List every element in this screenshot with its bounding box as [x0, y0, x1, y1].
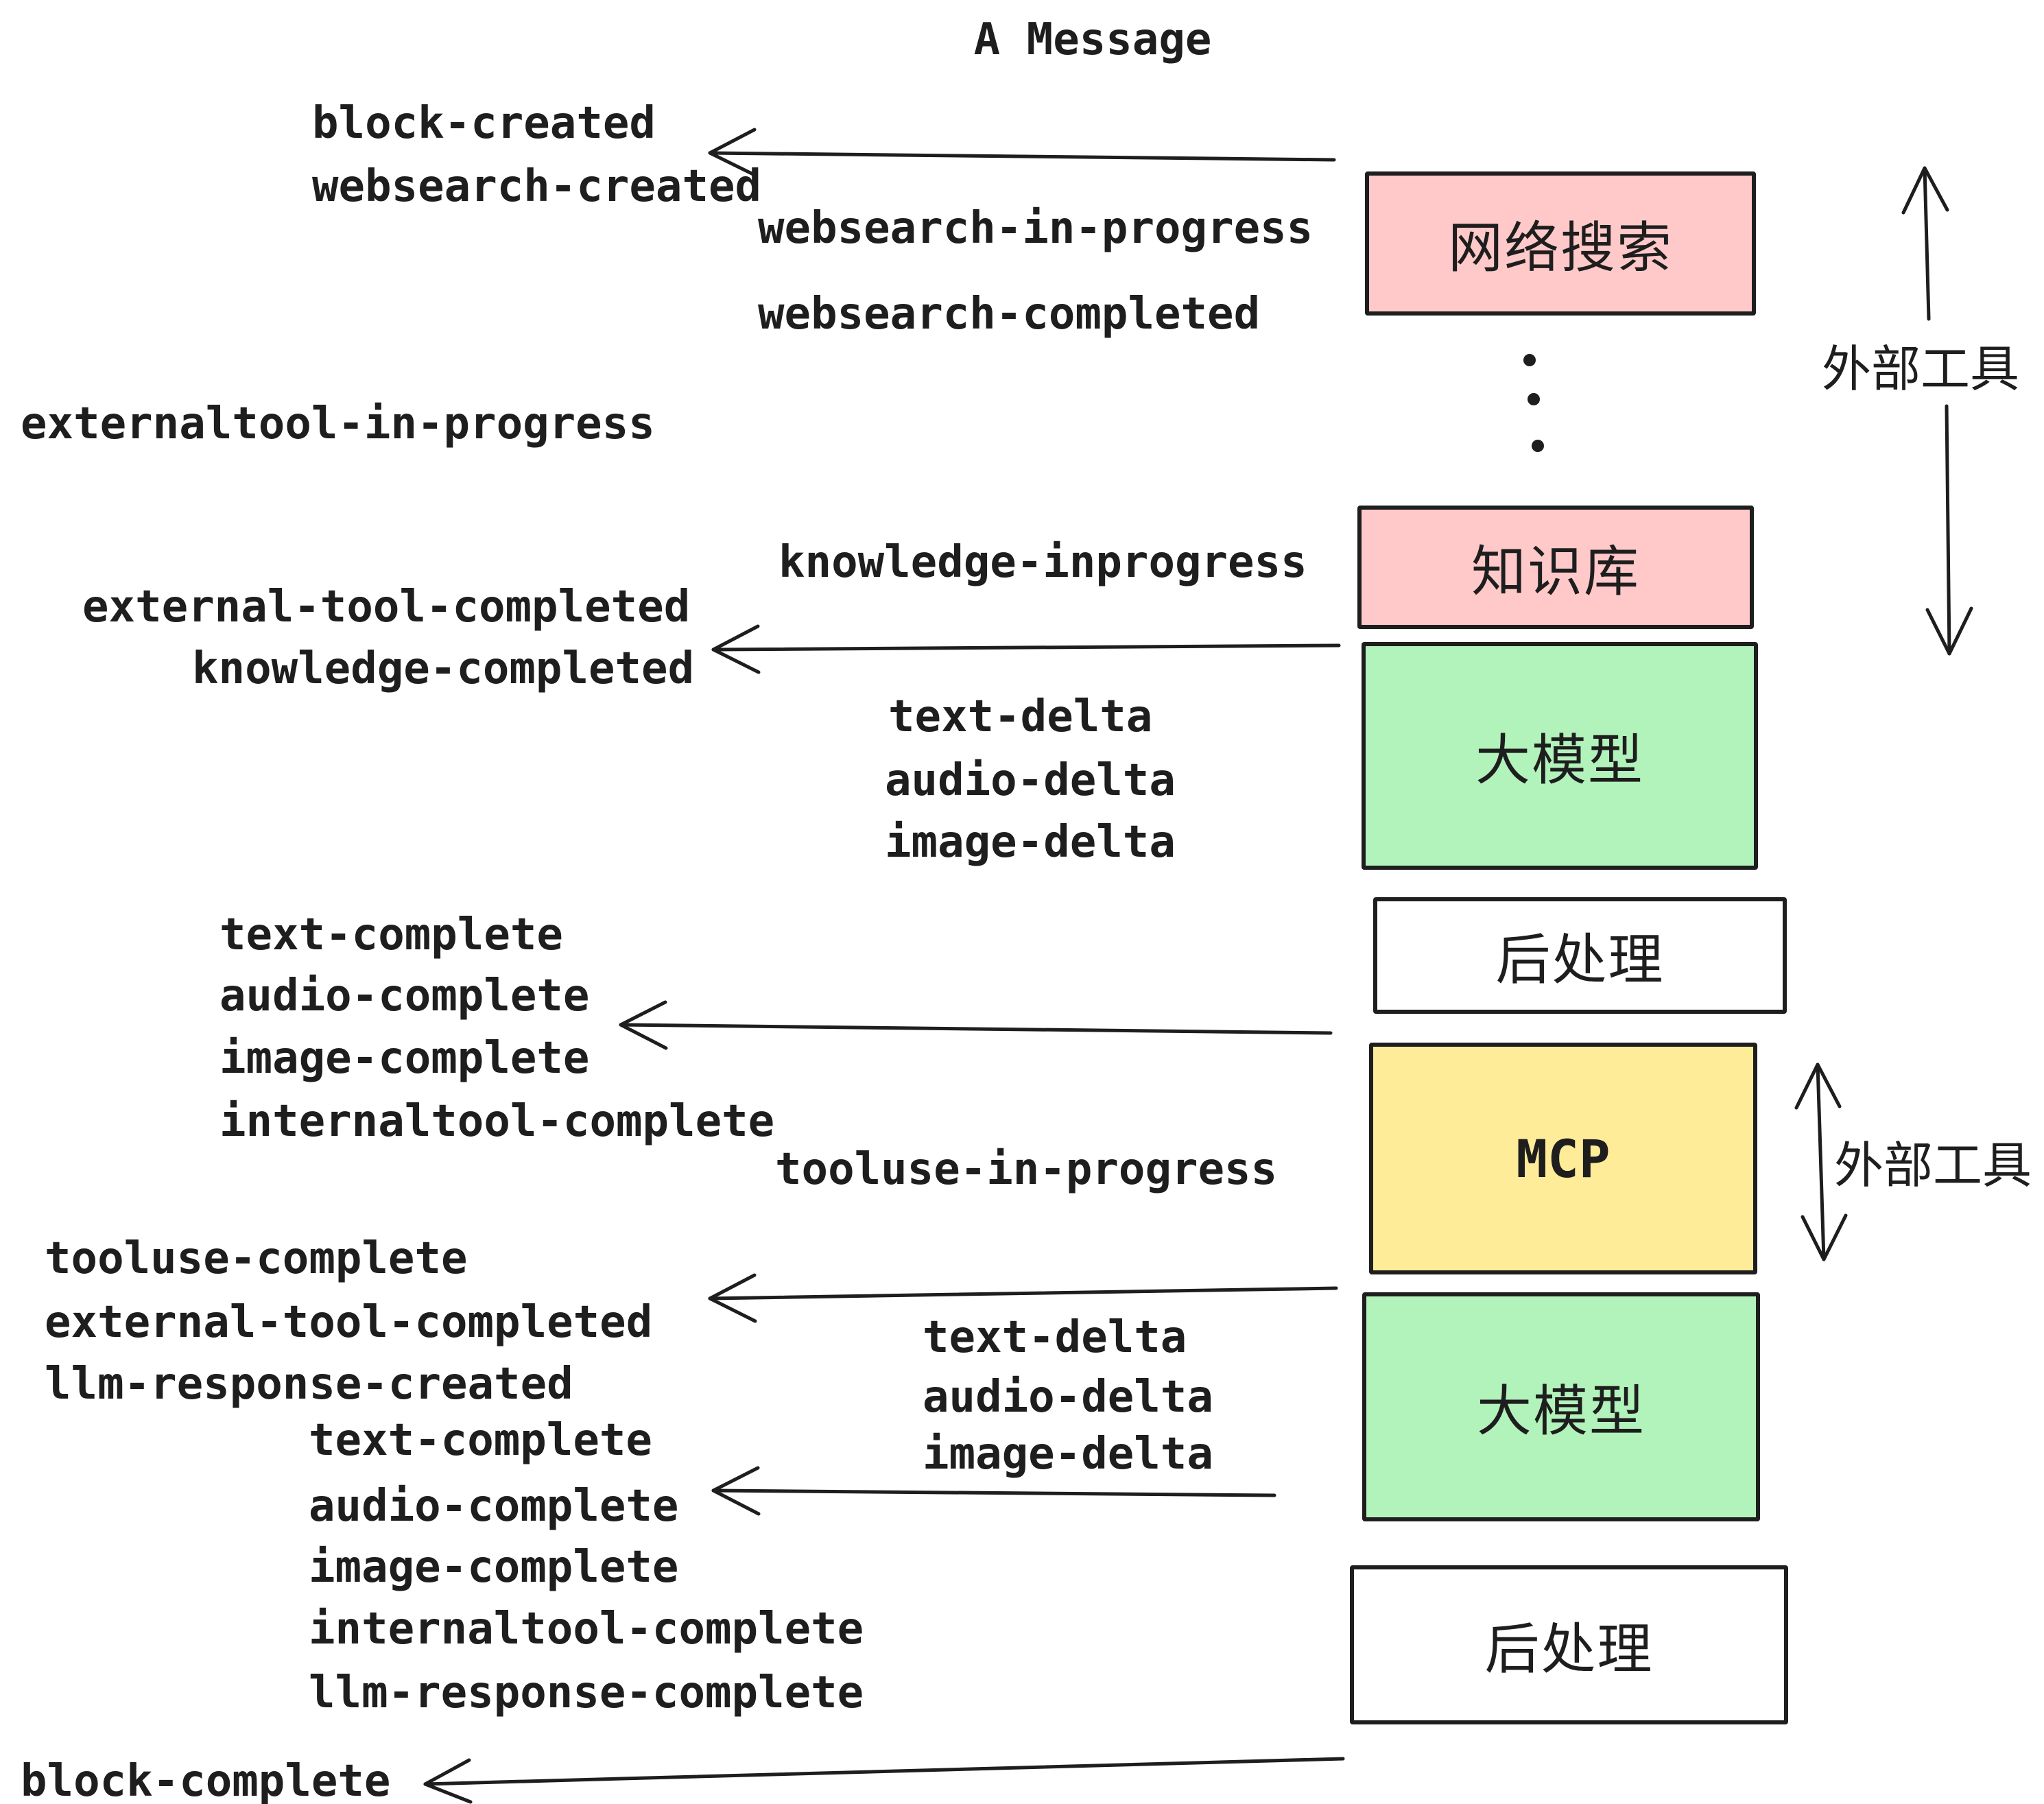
arrow-to-image-complete-head [619, 1000, 668, 1050]
event-audio-complete-1: audio-complete [219, 971, 590, 1021]
event-websearch-in-progress: websearch-in-progress [758, 203, 1314, 254]
arrow-to-external-tool-completed-line [708, 1286, 1338, 1301]
arrow-to-audio-complete-line [711, 1488, 1276, 1497]
event-external-tool-completed-1: external-tool-completed [82, 582, 691, 632]
event-llm-response-created: llm-response-created [45, 1359, 573, 1410]
ellipsis-dot [1523, 354, 1536, 366]
node-websearch-label: 网络搜索 [1448, 217, 1673, 278]
arrow-to-block-complete-head [423, 1758, 473, 1804]
event-internaltool-complete-2: internaltool-complete [309, 1604, 864, 1654]
event-audio-delta-1: audio-delta [885, 755, 1176, 806]
event-audio-delta-2: audio-delta [923, 1372, 1213, 1423]
arrow-to-knowledge-completed-line [711, 643, 1341, 652]
ellipsis-dot [1532, 440, 1544, 452]
node-llm-top: 大模型 [1362, 642, 1758, 870]
arrow-to-block-created-line [708, 151, 1336, 162]
arrow-to-block-complete-line [423, 1757, 1345, 1786]
event-text-complete-1: text-complete [219, 910, 563, 960]
event-internaltool-complete-1: internaltool-complete [219, 1096, 775, 1147]
event-tooluse-in-progress: tooluse-in-progress [775, 1144, 1278, 1195]
event-image-delta-2: image-delta [923, 1429, 1213, 1480]
external-tools-down-arrow-head [1925, 606, 1973, 656]
node-llm-bottom: 大模型 [1362, 1292, 1760, 1521]
event-llm-response-complete: llm-response-complete [309, 1667, 864, 1718]
event-text-delta-1: text-delta [888, 691, 1153, 742]
external-tools-up-arrow-head [1901, 166, 1949, 215]
external-tools-up-arrow-line [1923, 166, 1931, 321]
event-externaltool-in-progress: externaltool-in-progress [21, 399, 655, 449]
event-tooluse-complete: tooluse-complete [45, 1233, 468, 1284]
arrow-to-knowledge-completed-head [711, 624, 761, 674]
node-mcp: MCP [1369, 1043, 1757, 1274]
event-image-complete-1: image-complete [219, 1033, 590, 1084]
event-audio-complete-2: audio-complete [309, 1481, 679, 1532]
external-tools-label-bottom: 外部工具 [1833, 1139, 2032, 1194]
arrow-to-image-complete-line [619, 1023, 1333, 1035]
node-postprocess-bottom-label: 后处理 [1484, 1619, 1654, 1680]
node-postprocess-top-label: 后处理 [1495, 929, 1665, 990]
event-block-created: block-created [312, 98, 656, 149]
node-postprocess-bottom: 后处理 [1350, 1565, 1788, 1724]
external-tools-double-arrow-down-head [1801, 1213, 1848, 1261]
event-text-complete-2: text-complete [309, 1415, 652, 1466]
event-image-complete-2: image-complete [309, 1542, 679, 1593]
event-external-tool-completed-2: external-tool-completed [45, 1297, 653, 1348]
node-mcp-label: MCP [1516, 1128, 1611, 1189]
external-tools-double-arrow-line [1816, 1063, 1826, 1261]
node-knowledge-label: 知识库 [1471, 541, 1640, 602]
node-llm-top-label: 大模型 [1475, 730, 1644, 791]
external-tools-label-top: 外部工具 [1821, 342, 2020, 397]
external-tools-down-arrow-line [1945, 404, 1951, 656]
event-block-complete: block-complete [21, 1756, 391, 1804]
arrow-to-external-tool-completed-head [708, 1273, 757, 1323]
external-tools-double-arrow-up-head [1794, 1063, 1842, 1110]
node-knowledge: 知识库 [1357, 506, 1754, 629]
event-knowledge-inprogress: knowledge-inprogress [779, 537, 1307, 588]
event-websearch-completed: websearch-completed [758, 289, 1261, 340]
event-text-delta-2: text-delta [923, 1312, 1187, 1363]
node-postprocess-top: 后处理 [1373, 897, 1787, 1014]
event-image-delta-1: image-delta [885, 817, 1176, 868]
event-websearch-created: websearch-created [312, 161, 762, 212]
event-knowledge-completed: knowledge-completed [192, 643, 695, 694]
arrow-to-audio-complete-head [711, 1466, 761, 1516]
node-websearch: 网络搜索 [1365, 171, 1756, 316]
ellipsis-dot [1528, 393, 1540, 405]
node-llm-bottom-label: 大模型 [1477, 1381, 1645, 1442]
diagram-title: A Message [973, 14, 1212, 65]
